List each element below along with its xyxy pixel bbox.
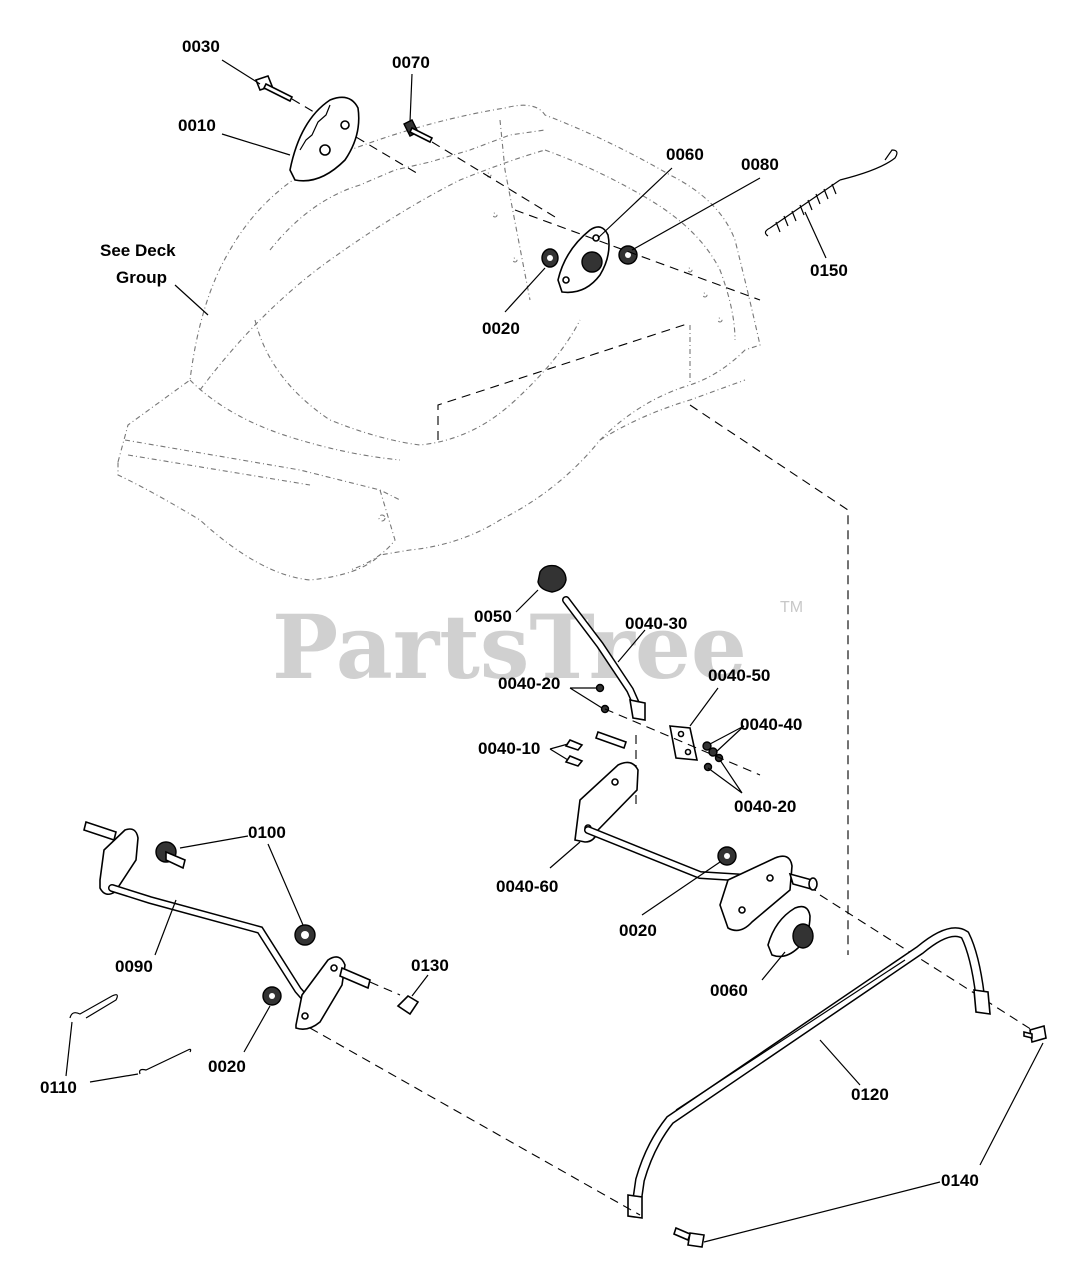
bolt-0030	[254, 75, 294, 103]
callout-0040-20-left: 0040-20	[498, 674, 560, 693]
callout-leaders	[65, 59, 1044, 1243]
callout-0040-10: 0040-10	[478, 739, 540, 758]
note-line-1: See Deck	[100, 241, 176, 260]
callout-0080: 0080	[741, 155, 779, 174]
spring-0150	[764, 149, 898, 237]
axle-bracket-right	[719, 855, 818, 932]
callout-labels: 0030 0010 0070 0060 0080 0150 0020 0050 …	[40, 37, 979, 1190]
axis-left-rear	[309, 1027, 641, 1216]
pivot-bracket-0060-lower	[767, 905, 814, 958]
axis-0030	[291, 98, 421, 176]
bracket-0040-50	[669, 725, 699, 761]
axle-0090	[83, 820, 309, 1002]
callout-0130: 0130	[411, 956, 449, 975]
rear-axle-bracket-0040-60	[574, 761, 784, 884]
nut-0080	[618, 245, 638, 265]
bolts-0140	[673, 1024, 1047, 1248]
clip-0130	[396, 994, 420, 1016]
callout-0070: 0070	[392, 53, 430, 72]
callout-0030: 0030	[182, 37, 220, 56]
nut-0020-upper	[541, 248, 559, 268]
callout-0020-right: 0020	[619, 921, 657, 940]
callout-0090: 0090	[115, 957, 153, 976]
callout-0020-left: 0020	[208, 1057, 246, 1076]
nut-0020-left	[262, 986, 282, 1006]
watermark-trademark: TM	[780, 599, 803, 616]
watermark-text: PartsTree	[272, 595, 747, 699]
callout-0060-upper: 0060	[666, 145, 704, 164]
axis-deck-lower	[689, 404, 849, 955]
lever-0040-30	[562, 596, 646, 721]
wire-clips-0110	[69, 994, 192, 1075]
nut-0020-right	[717, 846, 737, 866]
watermark: PartsTree TM	[272, 595, 803, 699]
screws-0040-40	[702, 741, 724, 772]
callout-0150: 0150	[810, 261, 848, 280]
callout-0010: 0010	[178, 116, 216, 135]
rivets-0040-10	[564, 730, 628, 767]
gear-0100-lower	[294, 924, 316, 946]
gear-0100-upper	[155, 841, 186, 870]
bolt-0070	[403, 119, 434, 144]
callout-0120: 0120	[851, 1085, 889, 1104]
axis-0040-lever	[604, 708, 761, 776]
callout-0020-upper: 0020	[482, 319, 520, 338]
knob-0050	[537, 564, 567, 593]
height-adjuster-0010	[289, 96, 360, 182]
callout-0050: 0050	[474, 607, 512, 626]
axis-0060-upper	[514, 209, 761, 301]
note-leader	[174, 284, 209, 316]
callout-0110: 0110	[40, 1078, 77, 1097]
callout-0040-30: 0040-30	[625, 614, 687, 633]
axis-deck-upper	[437, 322, 691, 440]
callout-0060-lower: 0060	[710, 981, 748, 1000]
axis-right-rear	[819, 894, 1041, 1036]
callout-0040-20-right: 0040-20	[734, 797, 796, 816]
axis-0070	[431, 141, 561, 221]
bracket-left-lower	[295, 956, 371, 1030]
pivot-bracket-0060-upper	[557, 226, 610, 294]
callout-0100: 0100	[248, 823, 286, 842]
callout-0040-40: 0040-40	[740, 715, 802, 734]
see-deck-group-note: See Deck Group	[100, 241, 209, 316]
callout-0040-60: 0040-60	[496, 877, 558, 896]
axis-0130	[369, 981, 401, 996]
handle-0120	[627, 927, 991, 1219]
note-line-2: Group	[116, 268, 167, 287]
callout-0140: 0140	[941, 1171, 979, 1190]
callout-0040-50: 0040-50	[708, 666, 770, 685]
